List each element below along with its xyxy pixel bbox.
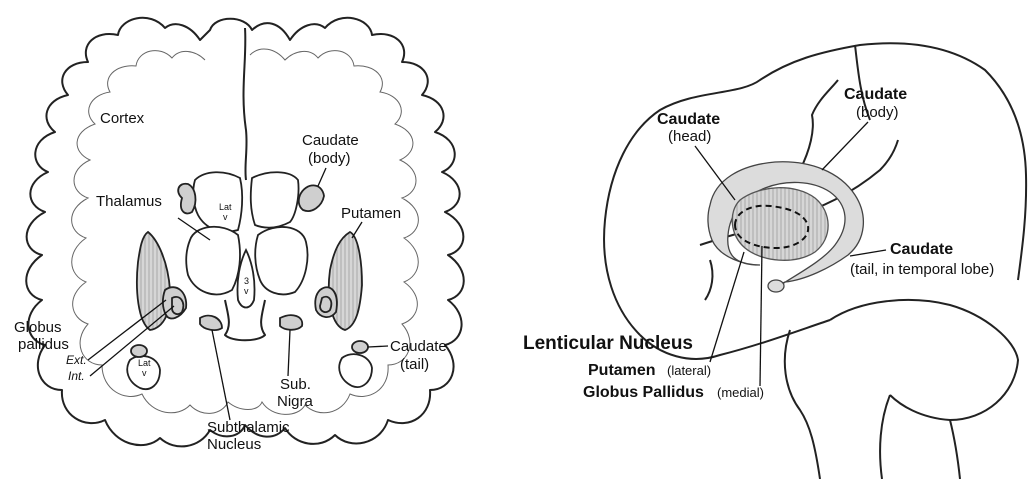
label-ext: Ext. bbox=[66, 353, 87, 367]
pointer-globus bbox=[760, 246, 762, 386]
label-lat-v-top-2: v bbox=[223, 212, 228, 222]
pointer-putamen bbox=[710, 252, 744, 362]
coronal-section: Cortex Caudate (body) Thalamus Putamen L… bbox=[14, 18, 464, 453]
label-globus-2: pallidus bbox=[18, 336, 69, 353]
cortex-outline bbox=[26, 18, 464, 447]
pointer-subthalamic bbox=[212, 330, 230, 420]
label-cortex: Cortex bbox=[100, 110, 145, 127]
central-sulcus bbox=[800, 80, 838, 170]
label-caudate-tail-2: (tail, in temporal lobe) bbox=[850, 261, 994, 278]
label-third-v-1: 3 bbox=[244, 276, 249, 286]
caudate-tail-right bbox=[352, 341, 368, 353]
subthalamic-left bbox=[200, 316, 222, 330]
brainstem-back bbox=[880, 395, 890, 479]
lateral-view: Caudate (head) Caudate (body) Caudate (t… bbox=[523, 43, 1026, 479]
label-caudate-head-1: Caudate bbox=[657, 111, 720, 128]
label-globus-note: (medial) bbox=[717, 385, 764, 400]
brain-outline bbox=[604, 43, 1026, 335]
label-sub-nigra-2: Nigra bbox=[277, 393, 314, 410]
pointer-caudate-body bbox=[822, 122, 868, 170]
caudate-tail-end bbox=[768, 280, 784, 292]
temporal-sulcus bbox=[705, 260, 712, 300]
label-caudate-head-2: (head) bbox=[668, 128, 711, 145]
label-caudate-body-2: (body) bbox=[308, 150, 351, 167]
brainstem-outline bbox=[785, 330, 820, 479]
label-int: Int. bbox=[68, 369, 85, 383]
pointer-putamen bbox=[352, 222, 362, 238]
lat-ventricle-right bbox=[251, 172, 299, 227]
pointer-caudate-tail bbox=[368, 346, 388, 347]
thalamus-left bbox=[186, 227, 240, 295]
label-putamen-note: (lateral) bbox=[667, 363, 711, 378]
label-thalamus: Thalamus bbox=[96, 193, 162, 210]
label-third-v-2: v bbox=[244, 286, 249, 296]
cerebellum-outline bbox=[830, 300, 1018, 420]
label-lat-v-bottom-2: v bbox=[142, 368, 147, 378]
label-lat-v-top-1: Lat bbox=[219, 202, 232, 212]
label-putamen: Putamen bbox=[341, 205, 401, 222]
pointer-caudate-tail bbox=[850, 250, 886, 256]
thalamus-right bbox=[255, 227, 307, 294]
lat-ventricle-bottom-right bbox=[339, 354, 372, 387]
label-sub-nigra-1: Sub. bbox=[280, 376, 311, 393]
subthalamic-right bbox=[280, 315, 302, 330]
label-caudate-tail-2: (tail) bbox=[400, 356, 429, 373]
label-caudate-body-2: (body) bbox=[856, 104, 899, 121]
label-caudate-tail-1: Caudate bbox=[890, 241, 953, 258]
label-subthalamic-1: Subthalamic bbox=[207, 419, 290, 436]
label-caudate-body-1: Caudate bbox=[844, 86, 907, 103]
midline bbox=[244, 28, 247, 180]
caudate-tail-left bbox=[131, 345, 147, 357]
label-caudate-body-1: Caudate bbox=[302, 132, 359, 149]
globus-pallidus-left-int bbox=[172, 297, 183, 314]
pointer-sub-nigra bbox=[288, 330, 290, 376]
caudate-body-left bbox=[178, 184, 195, 214]
globus-pallidus-right-int bbox=[320, 297, 331, 312]
lenticular-nucleus bbox=[732, 188, 828, 261]
label-globus-1: Globus bbox=[14, 319, 62, 336]
pointer-globus-ext bbox=[88, 300, 166, 360]
label-lenticular: Lenticular Nucleus bbox=[523, 333, 693, 354]
label-subthalamic-2: Nucleus bbox=[207, 436, 261, 453]
lat-ventricle-left bbox=[193, 172, 242, 231]
pointer-caudate-body bbox=[318, 168, 326, 186]
caudate-body-right bbox=[299, 185, 324, 211]
label-globus: Globus Pallidus bbox=[583, 384, 704, 401]
label-lat-v-bottom-1: Lat bbox=[138, 358, 151, 368]
label-caudate-tail-1: Caudate bbox=[390, 338, 447, 355]
label-putamen: Putamen bbox=[588, 362, 656, 379]
cerebellum-bottom bbox=[950, 420, 960, 479]
